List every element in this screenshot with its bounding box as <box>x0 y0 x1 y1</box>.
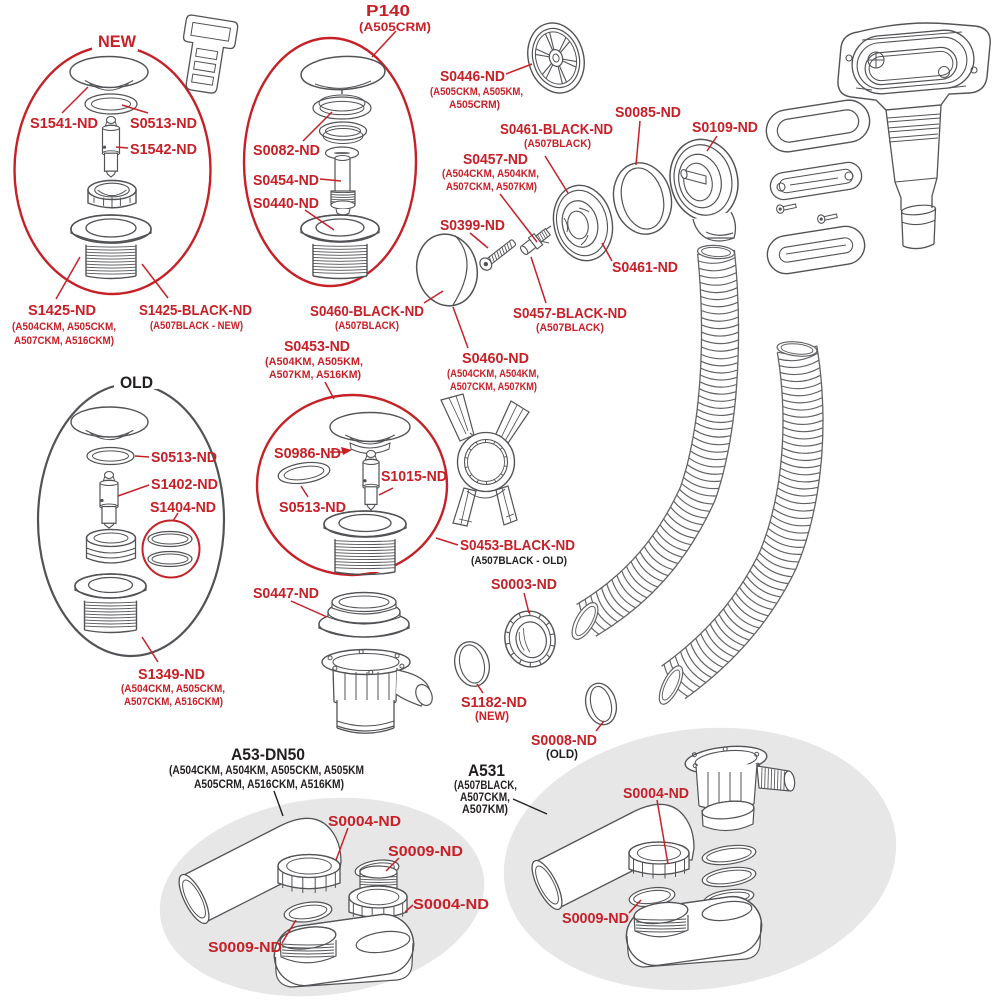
svg-text:(OLD): (OLD) <box>546 749 578 761</box>
svg-text:A507CKM, A516CKM): A507CKM, A516CKM) <box>124 696 223 708</box>
svg-text:S1425-BLACK-ND: S1425-BLACK-ND <box>139 302 252 319</box>
svg-text:S1541-ND: S1541-ND <box>30 115 98 132</box>
svg-text:S0460-BLACK-ND: S0460-BLACK-ND <box>310 303 424 320</box>
svg-text:S1425-ND: S1425-ND <box>28 302 96 319</box>
svg-text:A531: A531 <box>468 762 505 780</box>
svg-text:S0399-ND: S0399-ND <box>440 217 505 234</box>
svg-text:(A504KM, A505KM,: (A504KM, A505KM, <box>265 356 363 368</box>
svg-text:S0457-BLACK-ND: S0457-BLACK-ND <box>513 305 627 322</box>
svg-text:S0446-ND: S0446-ND <box>440 68 505 85</box>
svg-text:(A507BLACK - OLD): (A507BLACK - OLD) <box>471 555 567 567</box>
svg-text:S0447-ND: S0447-ND <box>253 585 319 602</box>
svg-text:S0513-ND: S0513-ND <box>279 499 346 516</box>
svg-text:S1015-ND: S1015-ND <box>381 468 447 485</box>
svg-text:A507CKM, A507KM): A507CKM, A507KM) <box>450 381 537 393</box>
svg-text:A507KM, A516KM): A507KM, A516KM) <box>269 369 361 381</box>
svg-text:S1402-ND: S1402-ND <box>151 476 218 493</box>
svg-text:(A507BLACK): (A507BLACK) <box>524 138 591 150</box>
svg-text:OLD: OLD <box>120 374 153 392</box>
svg-text:A507CKM, A507KM): A507CKM, A507KM) <box>446 181 537 193</box>
svg-text:P140: P140 <box>366 3 410 20</box>
svg-text:S0513-ND: S0513-ND <box>130 115 197 132</box>
svg-text:(A505CKM, A505KM,: (A505CKM, A505KM, <box>430 86 523 98</box>
svg-text:A53-DN50: A53-DN50 <box>231 746 305 764</box>
svg-text:(A504CKM, A505CKM,: (A504CKM, A505CKM, <box>121 683 225 695</box>
svg-text:S0008-ND: S0008-ND <box>531 732 597 749</box>
svg-text:S0009-ND: S0009-ND <box>388 843 463 860</box>
svg-text:(A507BLACK): (A507BLACK) <box>536 322 604 334</box>
svg-text:S0457-ND: S0457-ND <box>463 151 528 168</box>
svg-text:(A504CKM, A504KM,: (A504CKM, A504KM, <box>442 168 539 180</box>
svg-text:S1542-ND: S1542-ND <box>130 141 197 158</box>
svg-text:(A504CKM, A504KM,: (A504CKM, A504KM, <box>447 368 539 380</box>
svg-text:NEW: NEW <box>98 33 136 51</box>
svg-text:(A504CKM, A505CKM,: (A504CKM, A505CKM, <box>12 321 116 333</box>
svg-text:S1349-ND: S1349-ND <box>138 666 205 683</box>
svg-text:A505CRM, A516CKM, A516KM): A505CRM, A516CKM, A516KM) <box>194 779 344 791</box>
svg-text:S0513-ND: S0513-ND <box>151 449 217 466</box>
svg-text:(A507BLACK - NEW): (A507BLACK - NEW) <box>150 320 243 332</box>
svg-text:(A504CKM, A504KM, A505CKM, A50: (A504CKM, A504KM, A505CKM, A505KM <box>169 765 364 777</box>
svg-text:S0453-ND: S0453-ND <box>284 338 350 355</box>
svg-text:(A507BLACK): (A507BLACK) <box>335 320 399 332</box>
svg-text:A505CRM): A505CRM) <box>449 99 500 111</box>
svg-text:S1404-ND: S1404-ND <box>150 499 216 516</box>
svg-text:S0986-ND: S0986-ND <box>274 445 341 462</box>
svg-text:S0440-ND: S0440-ND <box>253 195 319 212</box>
svg-text:(NEW): (NEW) <box>475 711 509 723</box>
svg-text:S0009-ND: S0009-ND <box>208 939 282 956</box>
svg-text:S0004-ND: S0004-ND <box>623 785 689 802</box>
svg-text:S0004-ND: S0004-ND <box>328 813 401 830</box>
svg-text:S0009-ND: S0009-ND <box>562 910 629 927</box>
svg-text:(A507BLACK,: (A507BLACK, <box>454 780 517 792</box>
svg-text:S0453-BLACK-ND: S0453-BLACK-ND <box>460 537 575 554</box>
svg-text:S0454-ND: S0454-ND <box>253 172 319 189</box>
svg-text:S0085-ND: S0085-ND <box>615 104 681 121</box>
svg-text:S0460-ND: S0460-ND <box>462 350 529 367</box>
svg-text:S0082-ND: S0082-ND <box>253 142 320 159</box>
svg-text:S0461-BLACK-ND: S0461-BLACK-ND <box>500 121 613 138</box>
svg-text:A507KM): A507KM) <box>462 804 508 816</box>
svg-text:S0109-ND: S0109-ND <box>692 119 758 136</box>
svg-text:A507CKM,: A507CKM, <box>460 792 510 804</box>
svg-text:S0004-ND: S0004-ND <box>413 896 489 913</box>
svg-text:S0003-ND: S0003-ND <box>491 576 557 593</box>
svg-text:A507CKM, A516CKM): A507CKM, A516CKM) <box>14 335 114 347</box>
svg-text:(A505CRM): (A505CRM) <box>359 22 431 34</box>
svg-text:S1182-ND: S1182-ND <box>461 694 527 711</box>
svg-text:S0461-ND: S0461-ND <box>612 259 678 276</box>
